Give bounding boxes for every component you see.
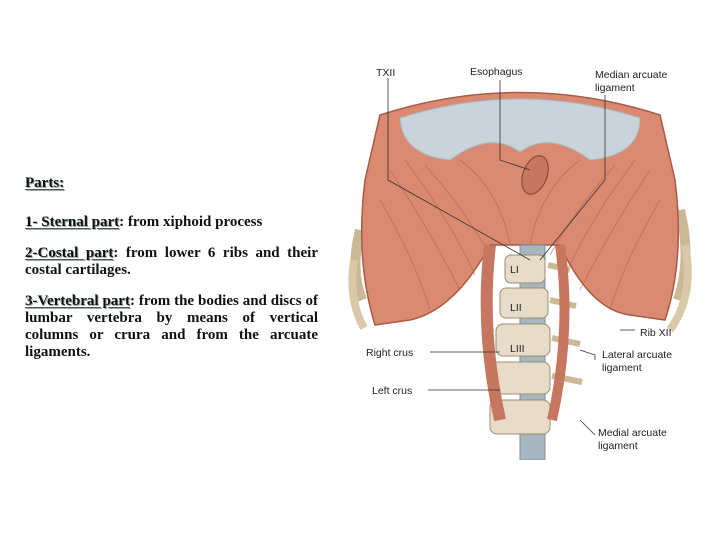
label-medial-arcuate-2: ligament	[598, 440, 638, 452]
label-left-crus: Left crus	[372, 385, 412, 397]
central-tendon	[399, 98, 641, 161]
label-median-arcuate-2: ligament	[595, 82, 635, 94]
left-crus	[547, 244, 570, 422]
sternal-part-item: 1- Sternal part: from xiphoid process	[25, 214, 318, 231]
esophageal-hiatus	[521, 155, 549, 195]
label-lateral-arcuate-1: Lateral arcuate	[602, 349, 672, 361]
ribs-right	[666, 208, 692, 333]
muscle-fibers	[379, 159, 661, 311]
sternal-part-term: 1- Sternal part	[25, 214, 120, 230]
diaphragm-illustration: TXII Esophagus Median arcuate ligament L…	[348, 66, 692, 460]
vertebral-part-item: 3-Vertebral part: from the bodies and di…	[25, 293, 318, 361]
ribs-left	[348, 228, 368, 330]
costal-part-item: 2-Costal part: from lower 6 ribs and the…	[25, 245, 318, 279]
parts-heading-text: Parts:	[25, 175, 65, 191]
parts-heading: Parts:	[25, 175, 318, 192]
label-txii: TXII	[376, 67, 395, 79]
label-li: LI	[510, 264, 519, 276]
label-lateral-arcuate-2: ligament	[602, 362, 642, 374]
sternal-part-desc: : from xiphoid process	[119, 214, 263, 230]
label-median-arcuate-1: Median arcuate	[595, 69, 668, 81]
right-crus	[480, 244, 506, 422]
vertebral-part-term: 3-Vertebral part	[25, 293, 130, 309]
label-rib-xii: Rib XII	[640, 327, 672, 339]
costal-part-term: 2-Costal part	[25, 245, 114, 261]
label-right-crus: Right crus	[366, 347, 413, 359]
label-liii: LIII	[510, 343, 525, 355]
leader-lines	[387, 78, 635, 436]
costal-part-desc: : from lower 6 ribs and their costal car…	[25, 245, 318, 278]
vertebral-part-desc: : from the bodies and discs of lumbar ve…	[25, 293, 318, 360]
vertebral-column	[489, 254, 583, 435]
label-esophagus: Esophagus	[470, 66, 523, 78]
label-medial-arcuate-1: Medial arcuate	[598, 427, 667, 439]
label-lii: LII	[510, 302, 522, 314]
parts-text-block: Parts: 1- Sternal part: from xiphoid pro…	[25, 175, 318, 375]
